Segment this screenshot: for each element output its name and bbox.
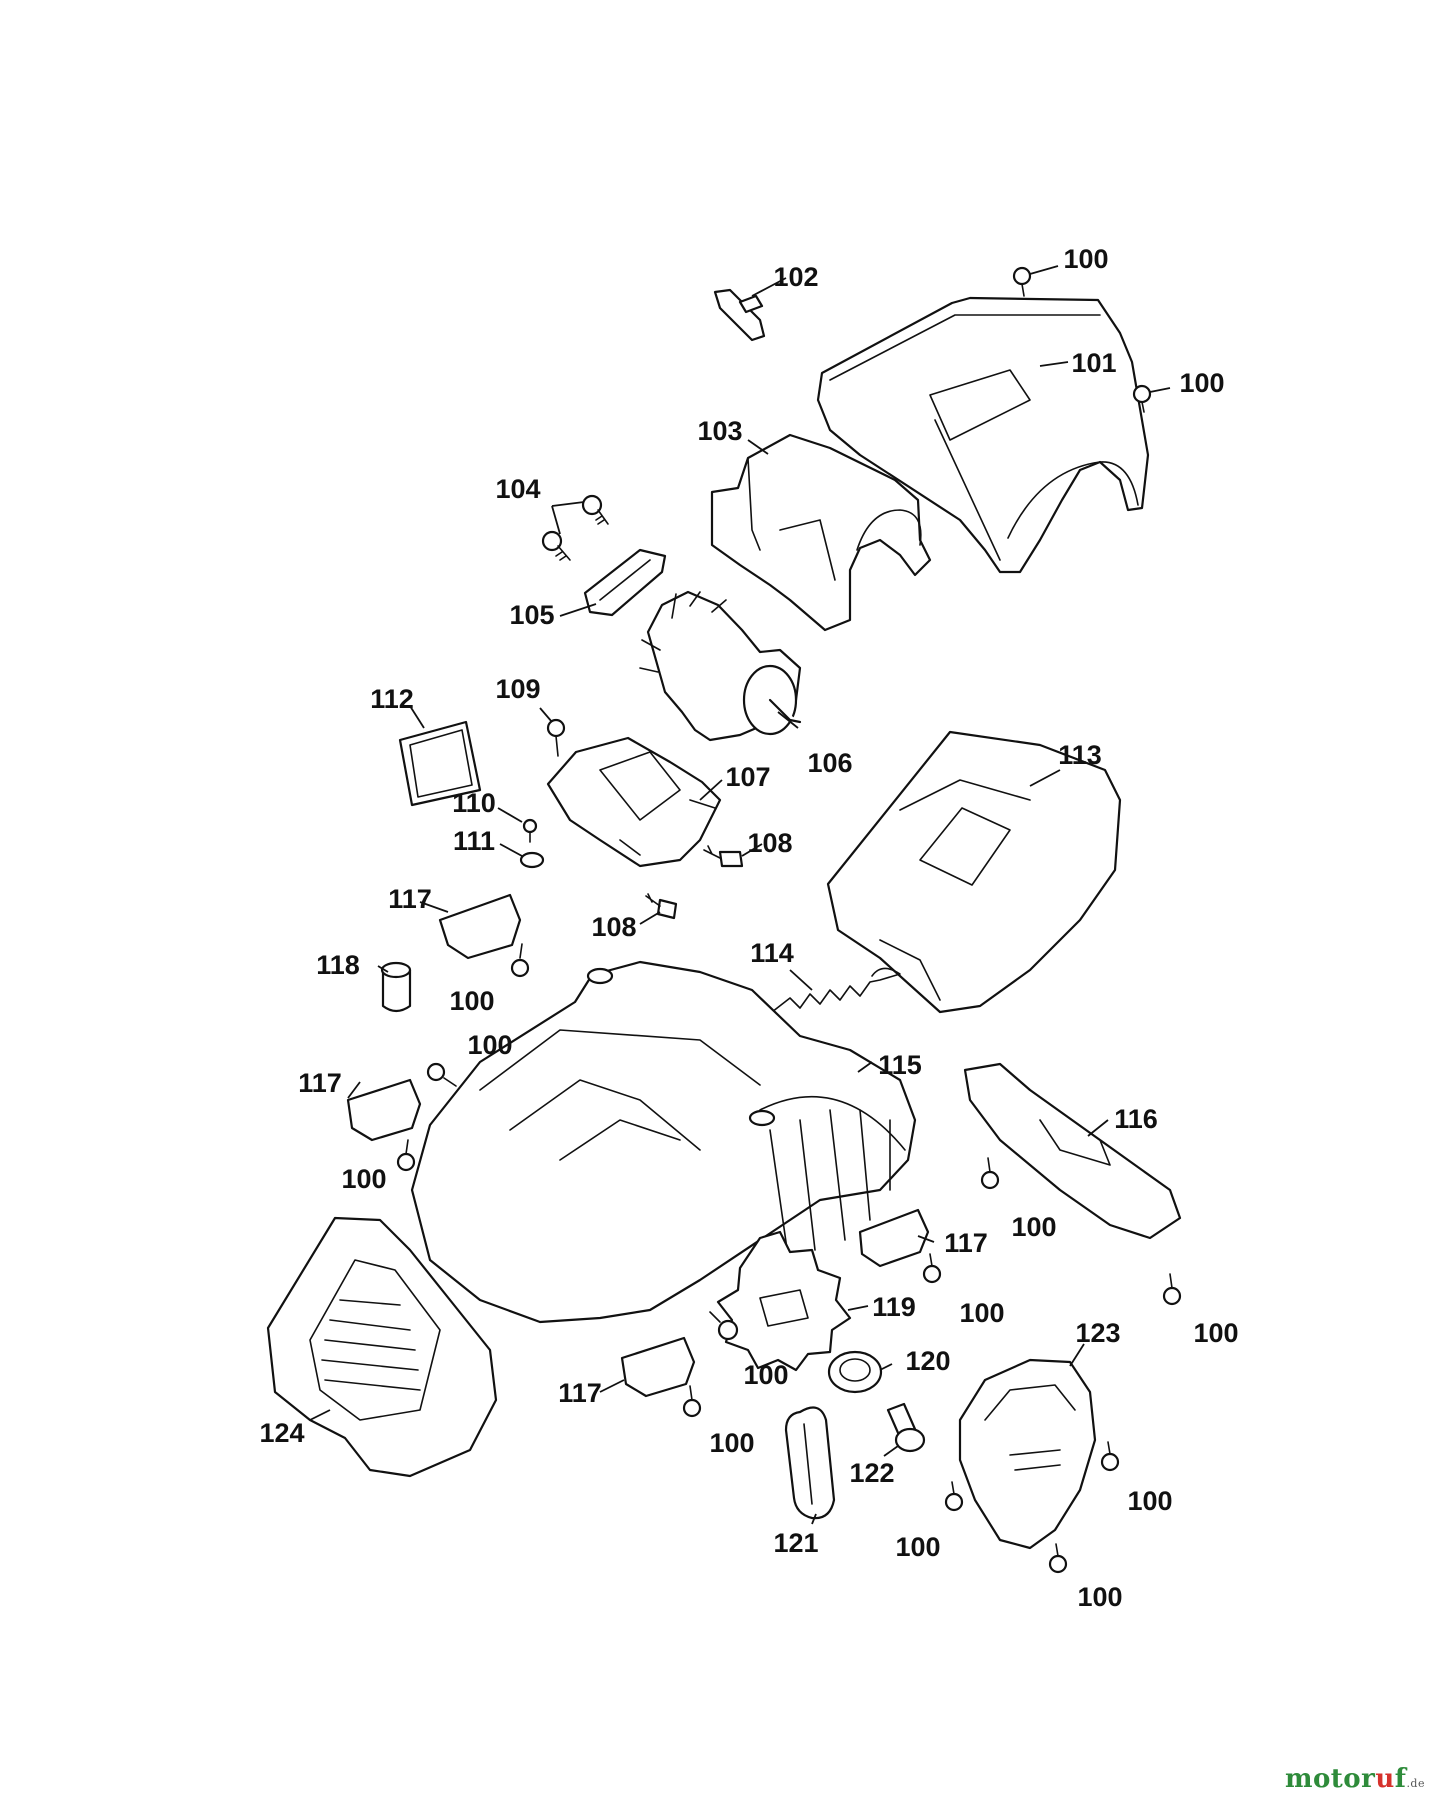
callout-100: 100 [1193,1318,1238,1348]
watermark-brand-start: motor [1284,1764,1376,1794]
callout-101: 101 [1071,348,1116,378]
callout-122: 122 [849,1458,894,1488]
callout-124: 124 [259,1418,304,1448]
part-115-main-chassis [410,960,917,1324]
callout-120: 120 [905,1346,950,1376]
callout-108: 108 [591,912,636,942]
callout-112: 112 [370,684,414,714]
callout-121: 121 [773,1528,818,1558]
part-116-side-strip [963,1062,1182,1240]
part-108-screws [645,845,744,920]
callout-100: 100 [341,1164,386,1194]
callout-numbers: 100 101 100 102 103 104 105 106 107 108 … [259,244,1238,1612]
callout-117: 117 [388,884,432,914]
callout-109: 109 [495,674,540,704]
part-112-gasket [398,720,482,807]
part-120-pulley [827,1350,883,1394]
callout-115: 115 [878,1050,922,1080]
part-113-housing-cover [826,730,1122,1014]
callout-114: 114 [750,938,794,968]
part-100-screws [396,266,1182,1574]
part-102-clip [713,288,766,342]
callout-100: 100 [1011,1212,1056,1242]
callout-117: 117 [558,1378,602,1408]
callout-118: 118 [316,950,360,980]
part-114-spring [771,967,901,1013]
callout-104: 104 [495,474,540,504]
callout-116: 116 [1114,1104,1158,1134]
callout-108: 108 [747,828,792,858]
callout-113: 113 [1058,740,1102,770]
part-117-brackets [346,893,930,1398]
part-118-capacitor [380,961,412,1013]
callout-123: 123 [1075,1318,1120,1348]
callout-100: 100 [709,1428,754,1458]
callout-111: 111 [453,826,495,856]
part-104-screws [541,494,609,561]
callout-100: 100 [959,1298,1004,1328]
callout-100: 100 [1063,244,1108,274]
part-105-bracket [583,548,667,617]
callout-100: 100 [1179,368,1224,398]
part-123-wheel-cover [958,1358,1097,1550]
part-107-motor-plate [546,736,722,868]
callout-119: 119 [872,1292,916,1322]
callout-117: 117 [944,1228,988,1258]
callout-100: 100 [467,1030,512,1060]
callout-110: 110 [452,788,496,818]
callout-100: 100 [1077,1582,1122,1612]
motoruf-watermark: motoruf.de [1285,1764,1425,1794]
part-121-belt [784,1406,836,1520]
callout-100: 100 [895,1532,940,1562]
callout-100: 100 [1127,1486,1172,1516]
part-122-bolt [886,1402,926,1453]
part-103-motor-hood [710,433,932,632]
callout-103: 103 [697,416,742,446]
callout-100: 100 [449,986,494,1016]
part-106-motor [639,590,802,742]
callout-107: 107 [725,762,770,792]
watermark-brand-end: f [1394,1764,1407,1794]
callout-102: 102 [773,262,818,292]
watermark-brand-accent: u [1375,1764,1395,1794]
watermark-tld: .de [1406,1777,1425,1790]
part-101-rear-cover [816,296,1150,574]
leader-lines [309,265,1171,1525]
callout-106: 106 [807,748,852,778]
callout-117: 117 [298,1068,342,1098]
part-109-110-111-fasteners [519,718,566,869]
callout-105: 105 [509,600,554,630]
part-119-star-gear [716,1230,852,1372]
callout-100: 100 [743,1360,788,1390]
